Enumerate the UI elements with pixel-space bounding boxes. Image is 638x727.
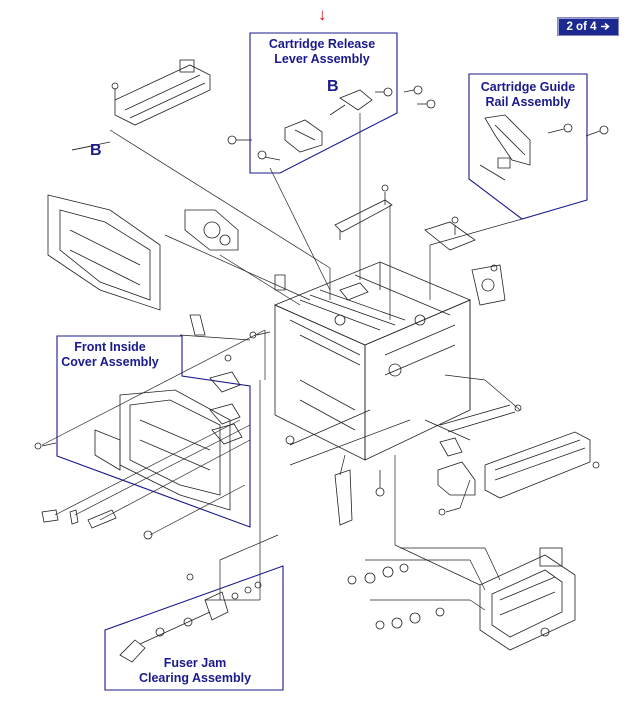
leader-lines — [41, 113, 523, 611]
cartridge-release-parts — [227, 85, 436, 161]
front-small-parts — [41, 509, 153, 540]
front-inside-line-2: Cover Assembly — [61, 355, 159, 369]
misc-parts — [189, 184, 506, 526]
roller-parts — [347, 563, 445, 630]
callout-b-left: B — [90, 142, 102, 159]
cartridge-release-box — [249, 32, 398, 174]
fuser-jam-line-2: Clearing Assembly — [138, 671, 252, 685]
front-inside-box — [56, 335, 251, 528]
left-side-panel — [47, 194, 161, 311]
cartridge-release-line-2: Lever Assembly — [274, 52, 370, 66]
fuser-jam-box — [104, 565, 284, 691]
fuser-jam-parts — [119, 573, 262, 663]
cartridge-guide-line-2: Rail Assembly — [485, 95, 571, 109]
cartridge-release-label[interactable]: Cartridge Release Lever Assembly — [254, 37, 390, 67]
front-inside-cover-panel — [94, 389, 231, 511]
cartridge-release-line-1: Cartridge Release — [268, 37, 376, 51]
fuser-jam-label[interactable]: Fuser Jam Clearing Assembly — [125, 656, 265, 686]
next-page-button[interactable]: 2 of 4 — [557, 17, 619, 36]
cartridge-guide-box — [468, 73, 588, 220]
gear-bracket — [184, 209, 239, 251]
fuser-assembly — [479, 547, 576, 651]
cartridge-guide-line-1: Cartridge Guide — [480, 80, 576, 94]
transfer-assembly — [437, 404, 600, 516]
front-inside-label[interactable]: Front Inside Cover Assembly — [58, 340, 162, 370]
top-left-bracket — [111, 59, 211, 126]
cartridge-guide-label[interactable]: Cartridge Guide Rail Assembly — [470, 80, 586, 110]
arrow-right-icon — [600, 22, 610, 31]
front-inside-line-1: Front Inside — [74, 340, 146, 354]
fuser-jam-line-1: Fuser Jam — [163, 656, 227, 670]
main-chassis — [273, 261, 472, 461]
current-page-marker-icon: ↓ — [318, 5, 327, 24]
callout-b-top: B — [327, 78, 339, 95]
cartridge-guide-parts — [479, 114, 609, 181]
page-indicator: 2 of 4 — [566, 20, 597, 33]
cover-clips — [34, 354, 243, 450]
